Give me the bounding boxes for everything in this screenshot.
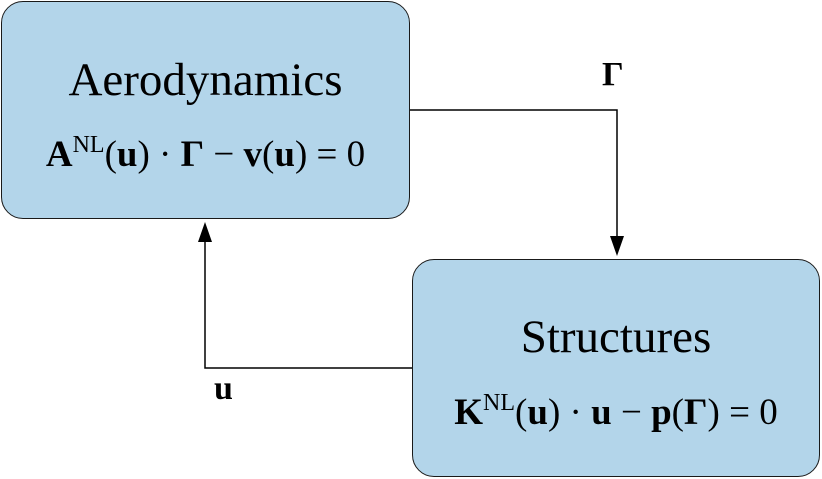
- aerodynamics-title: Aerodynamics: [68, 54, 343, 106]
- aerodynamics-equation: ANL(u) · Γ − v(u) = 0: [45, 132, 366, 175]
- u-arrow: [204, 240, 412, 369]
- aerodynamics-box: Aerodynamics ANL(u) · Γ − v(u) = 0: [1, 1, 410, 219]
- structures-box: Structures KNL(u) · u − p(Γ) = 0: [412, 259, 820, 477]
- structures-title: Structures: [520, 311, 712, 363]
- gamma-arrowhead: [610, 236, 624, 256]
- structures-equation: KNL(u) · u − p(Γ) = 0: [454, 390, 778, 433]
- u-label: u: [214, 370, 233, 407]
- gamma-label: Γ: [602, 56, 624, 93]
- gamma-arrow: [410, 109, 618, 238]
- u-arrowhead: [198, 222, 212, 242]
